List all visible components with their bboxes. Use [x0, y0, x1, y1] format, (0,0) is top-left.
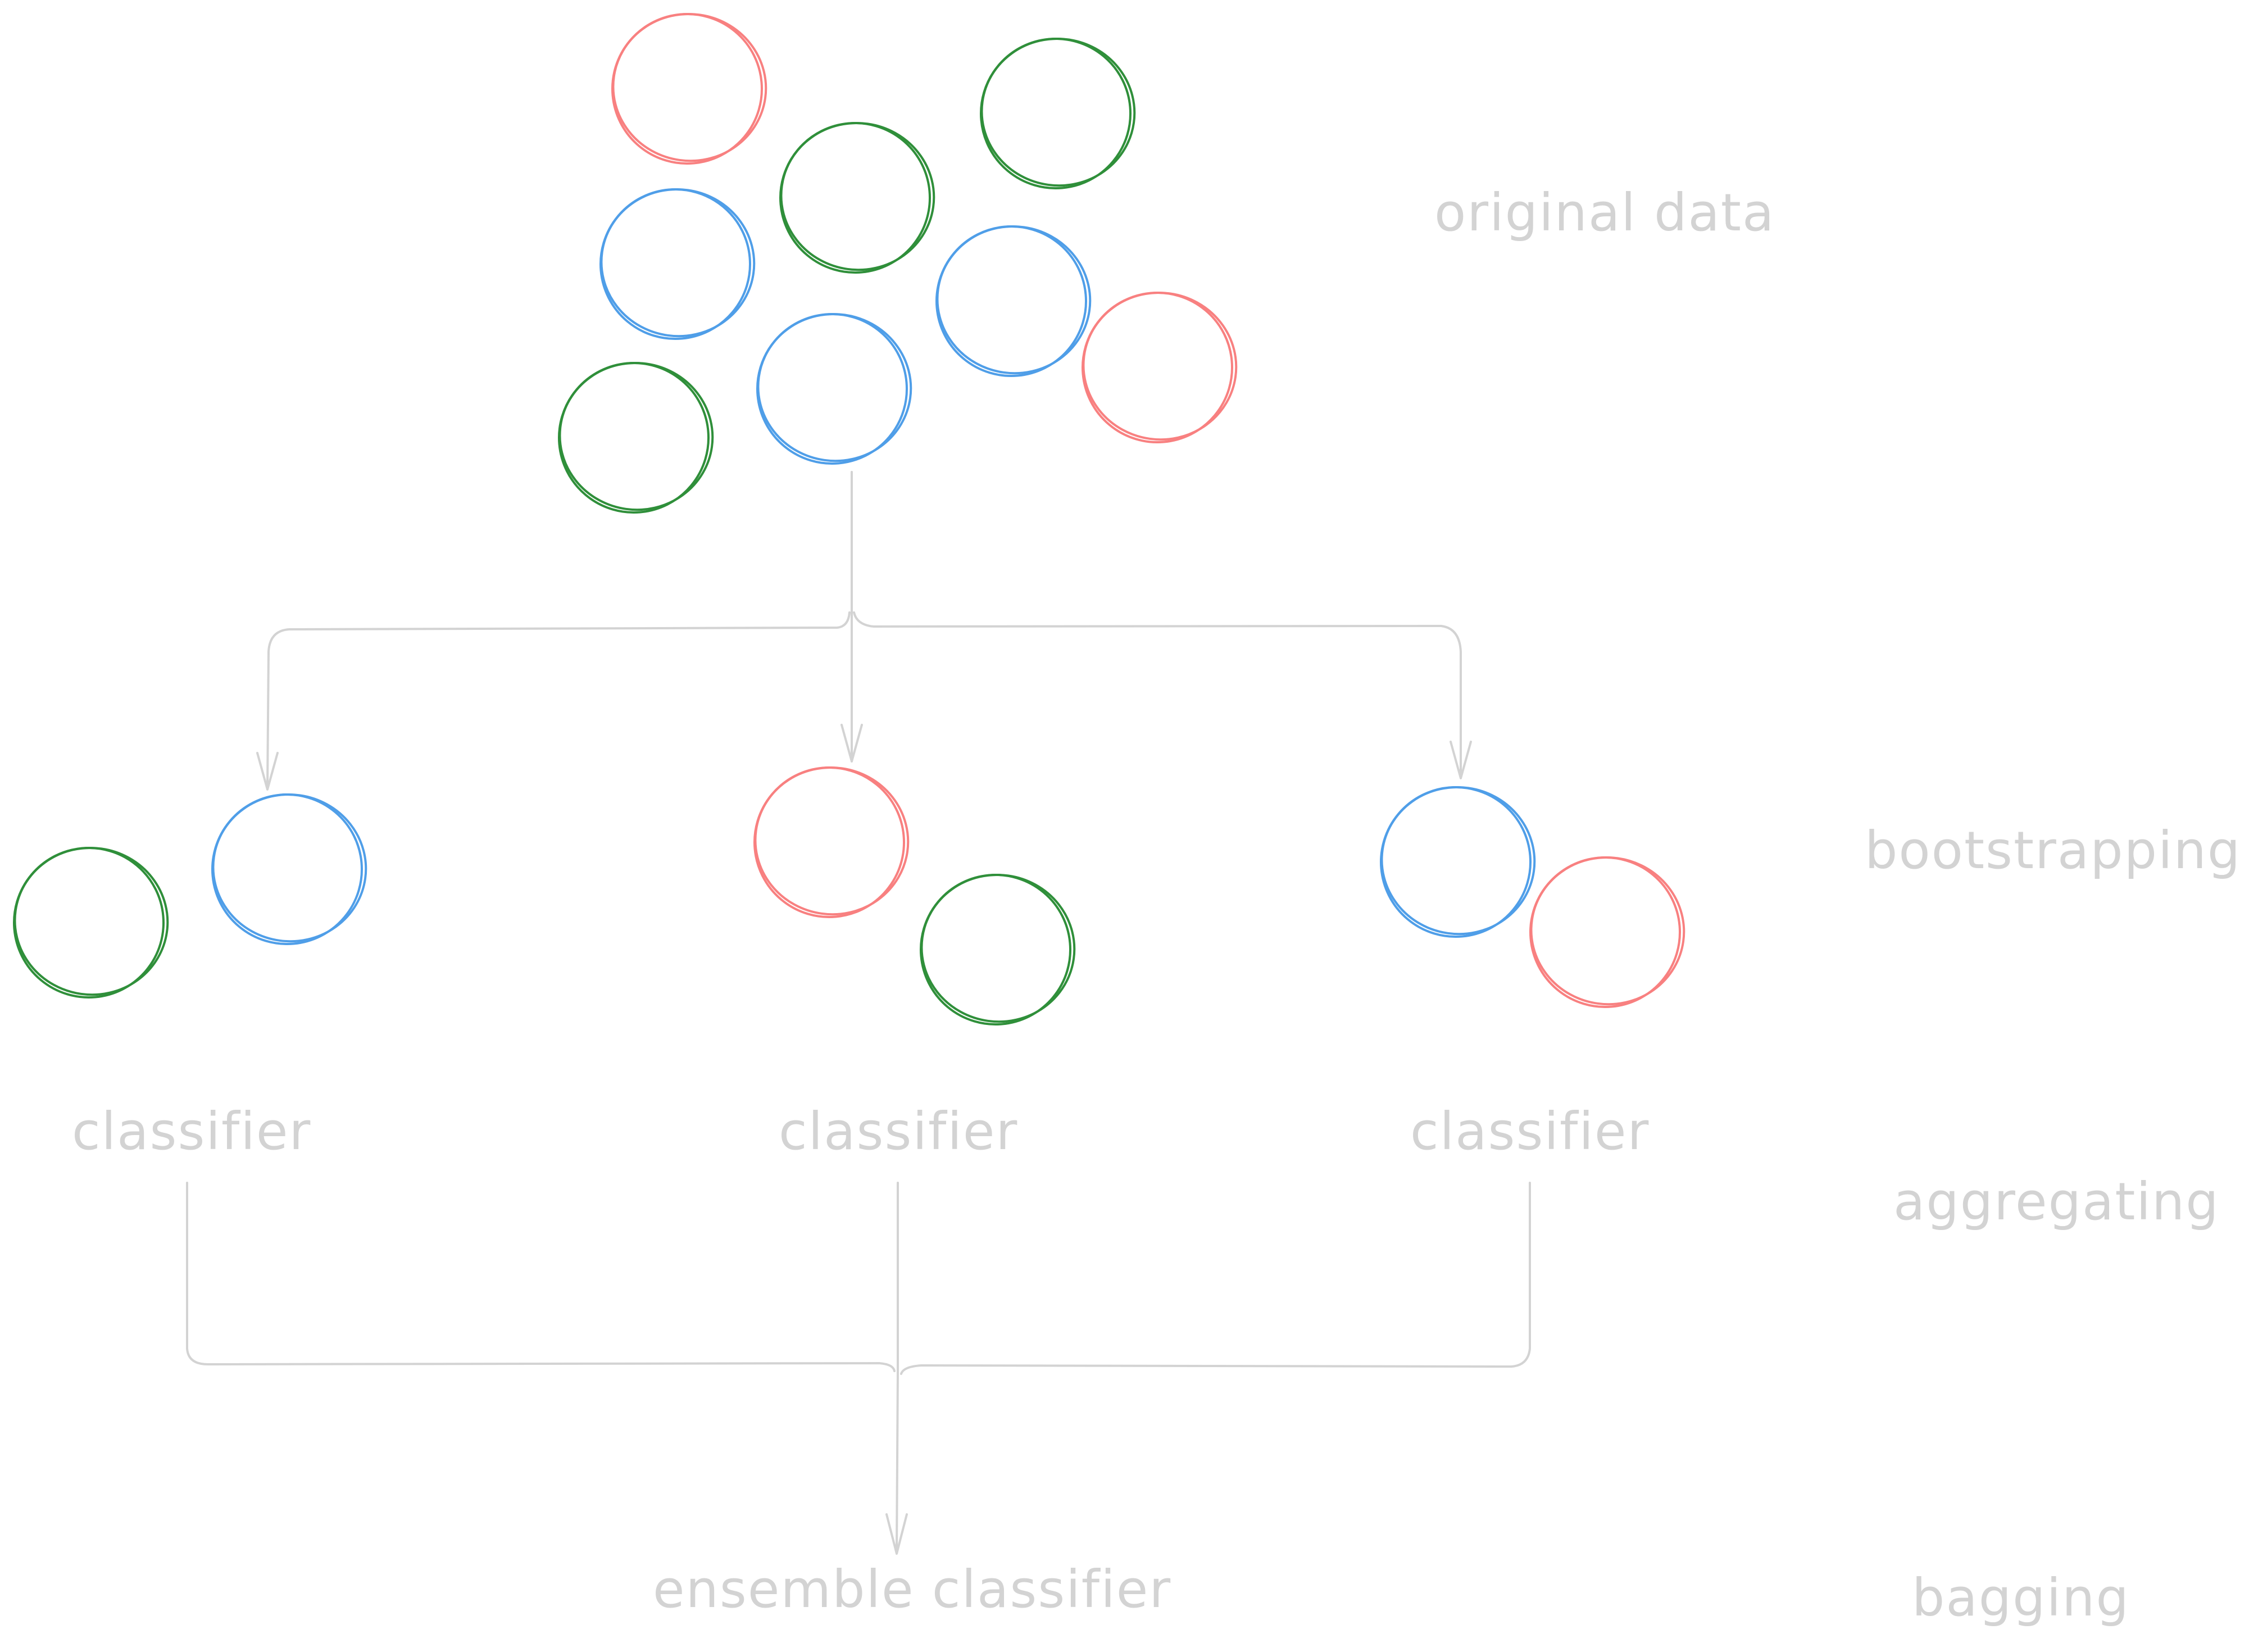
data-point-red	[611, 12, 767, 165]
data-point-stroke	[779, 122, 931, 274]
sample-1-point-green	[13, 846, 169, 999]
label-classifier-1: classifier	[72, 1101, 311, 1161]
agg-arrow-head	[885, 1513, 908, 1555]
data-point-stroke	[600, 188, 756, 338]
data-point-stroke	[1082, 291, 1238, 441]
data-point-stroke	[753, 766, 905, 918]
original-data-cluster	[558, 12, 1238, 514]
sample-3-point-red	[1529, 856, 1685, 1008]
data-point-stroke	[780, 121, 935, 271]
arrow-middle-head	[840, 724, 863, 763]
data-point-stroke	[980, 38, 1132, 189]
data-point-stroke	[920, 873, 1076, 1023]
data-point-stroke	[611, 13, 763, 165]
label-original-data: original data	[1434, 183, 1775, 243]
data-point-stroke	[935, 225, 1087, 377]
label-classifier-3: classifier	[1410, 1101, 1650, 1161]
data-point-stroke	[1082, 292, 1233, 443]
data-point-stroke	[1530, 856, 1685, 1006]
data-point-red	[1082, 291, 1238, 443]
data-point-stroke	[13, 847, 165, 999]
data-point-stroke	[756, 313, 908, 465]
label-bagging: bagging	[1912, 1568, 2130, 1628]
data-point-green	[980, 37, 1136, 189]
label-ensemble-classifier: ensemble classifier	[653, 1559, 1171, 1619]
arrow-left-head	[256, 752, 279, 791]
sample-3-point-blue	[1380, 786, 1536, 938]
data-point-green	[558, 361, 714, 514]
data-point-stroke	[612, 12, 767, 162]
bootstrap-samples	[13, 766, 1685, 1025]
data-point-stroke	[754, 766, 910, 916]
label-bootstrapping: bootstrapping	[1865, 820, 2241, 881]
label-classifier-2: classifier	[779, 1101, 1018, 1161]
data-point-stroke	[980, 37, 1136, 187]
data-point-stroke	[757, 312, 912, 462]
data-point-stroke	[13, 846, 169, 996]
sample-1-point-blue	[211, 793, 367, 945]
agg-trunk-edge	[896, 1370, 899, 1553]
data-point-blue	[756, 312, 912, 465]
data-point-stroke	[936, 225, 1092, 375]
agg-right-edge	[900, 1182, 1531, 1375]
data-point-stroke	[212, 793, 367, 943]
data-point-stroke	[1380, 786, 1536, 936]
data-point-stroke	[211, 793, 363, 945]
agg-left-edge	[186, 1182, 896, 1372]
data-point-stroke	[558, 361, 714, 511]
data-point-stroke	[1529, 856, 1681, 1008]
branch-right-edge	[853, 611, 1462, 777]
data-point-stroke	[558, 362, 710, 514]
branch-left-edge	[266, 611, 851, 788]
data-point-stroke	[1380, 786, 1532, 938]
data-point-green	[779, 121, 935, 274]
data-point-blue	[935, 225, 1092, 377]
aggregate-edges	[186, 1182, 1531, 1555]
data-point-stroke	[599, 188, 751, 340]
label-aggregating: aggregating	[1893, 1172, 2220, 1232]
data-point-stroke	[920, 874, 1071, 1025]
data-point-blue	[599, 188, 756, 340]
bootstrap-edges	[256, 471, 1472, 791]
sample-2-point-red	[753, 766, 910, 918]
arrow-right-head	[1450, 741, 1472, 779]
sample-2-point-green	[920, 873, 1076, 1025]
